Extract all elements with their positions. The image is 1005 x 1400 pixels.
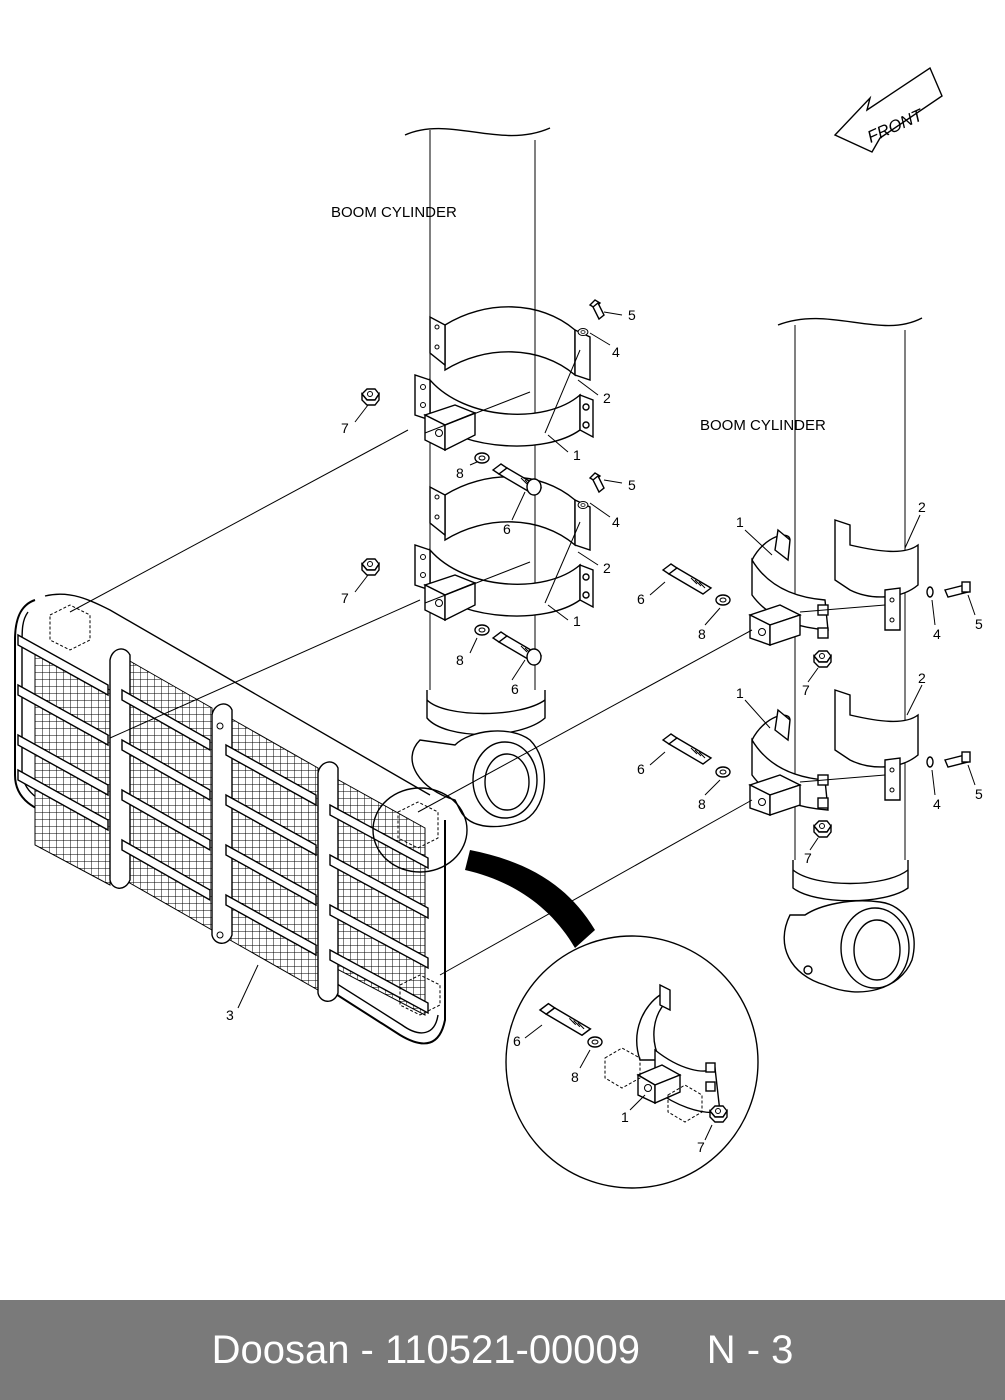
callout-4: 4 (612, 344, 620, 360)
callout-6: 6 (511, 681, 519, 697)
callout-6: 6 (637, 761, 645, 777)
callout-8: 8 (571, 1069, 579, 1085)
callout-4: 4 (612, 514, 620, 530)
callout-8: 8 (698, 626, 706, 642)
callout-5: 5 (628, 477, 636, 493)
parts-diagram: FRONT BOOM CYLINDER BOOM CYLINDER (14, 66, 983, 1189)
detail-marker (372, 787, 595, 948)
boom-cylinder-left (404, 127, 551, 828)
callout-1: 1 (736, 685, 744, 701)
boom-cylinder-label-right: BOOM CYLINDER (700, 417, 826, 434)
footer-gap (640, 1328, 707, 1373)
callout-7: 7 (341, 590, 349, 606)
callout-1: 1 (736, 514, 744, 530)
footer-part-number: 110521-00009 (384, 1327, 641, 1372)
callout-6: 6 (513, 1033, 521, 1049)
callout-2: 2 (918, 499, 926, 515)
callout-4: 4 (933, 626, 941, 642)
footer-page-ref: N - 3 (706, 1327, 794, 1372)
callout-7: 7 (802, 682, 810, 698)
footer-brand: Doosan (211, 1327, 350, 1372)
callout-1: 1 (621, 1109, 629, 1125)
callout-7: 7 (804, 850, 812, 866)
callout-2: 2 (603, 390, 611, 406)
front-label: FRONT (864, 105, 927, 147)
clamp-assembly-right-upper (748, 519, 919, 646)
clamp-assembly-left-lower (414, 476, 594, 621)
detail-view (505, 935, 759, 1189)
callout-2: 2 (603, 560, 611, 576)
callout-leaders (237, 311, 976, 1141)
hardware (361, 299, 971, 838)
front-direction-arrow: FRONT (833, 66, 943, 153)
callout-8: 8 (698, 796, 706, 812)
callout-3: 3 (226, 1007, 234, 1023)
callout-1: 1 (573, 447, 581, 463)
clamp-assembly-left-upper (414, 306, 594, 451)
callout-6: 6 (637, 591, 645, 607)
boom-cylinder-right (777, 317, 923, 993)
footer-bar: Doosan - 110521-00009 N - 3 (0, 1300, 1005, 1400)
boom-cylinder-label-left: BOOM CYLINDER (331, 204, 457, 221)
callout-5: 5 (975, 786, 983, 802)
callout-4: 4 (933, 796, 941, 812)
callout-7: 7 (341, 420, 349, 436)
callout-2: 2 (918, 670, 926, 686)
guard-assembly (14, 593, 446, 1045)
callout-5: 5 (628, 307, 636, 323)
callout-1: 1 (573, 613, 581, 629)
clamp-assembly-right-lower (748, 689, 919, 816)
footer-separator: - (349, 1327, 385, 1372)
callout-8: 8 (456, 465, 464, 481)
callout-numbers: 5 4 2 7 1 8 6 5 4 2 7 1 8 6 1 2 6 8 4 5 … (226, 307, 983, 1155)
assembly-leader-lines (69, 349, 886, 976)
callout-5: 5 (975, 616, 983, 632)
callout-7: 7 (697, 1139, 705, 1155)
callout-8: 8 (456, 652, 464, 668)
callout-6: 6 (503, 521, 511, 537)
